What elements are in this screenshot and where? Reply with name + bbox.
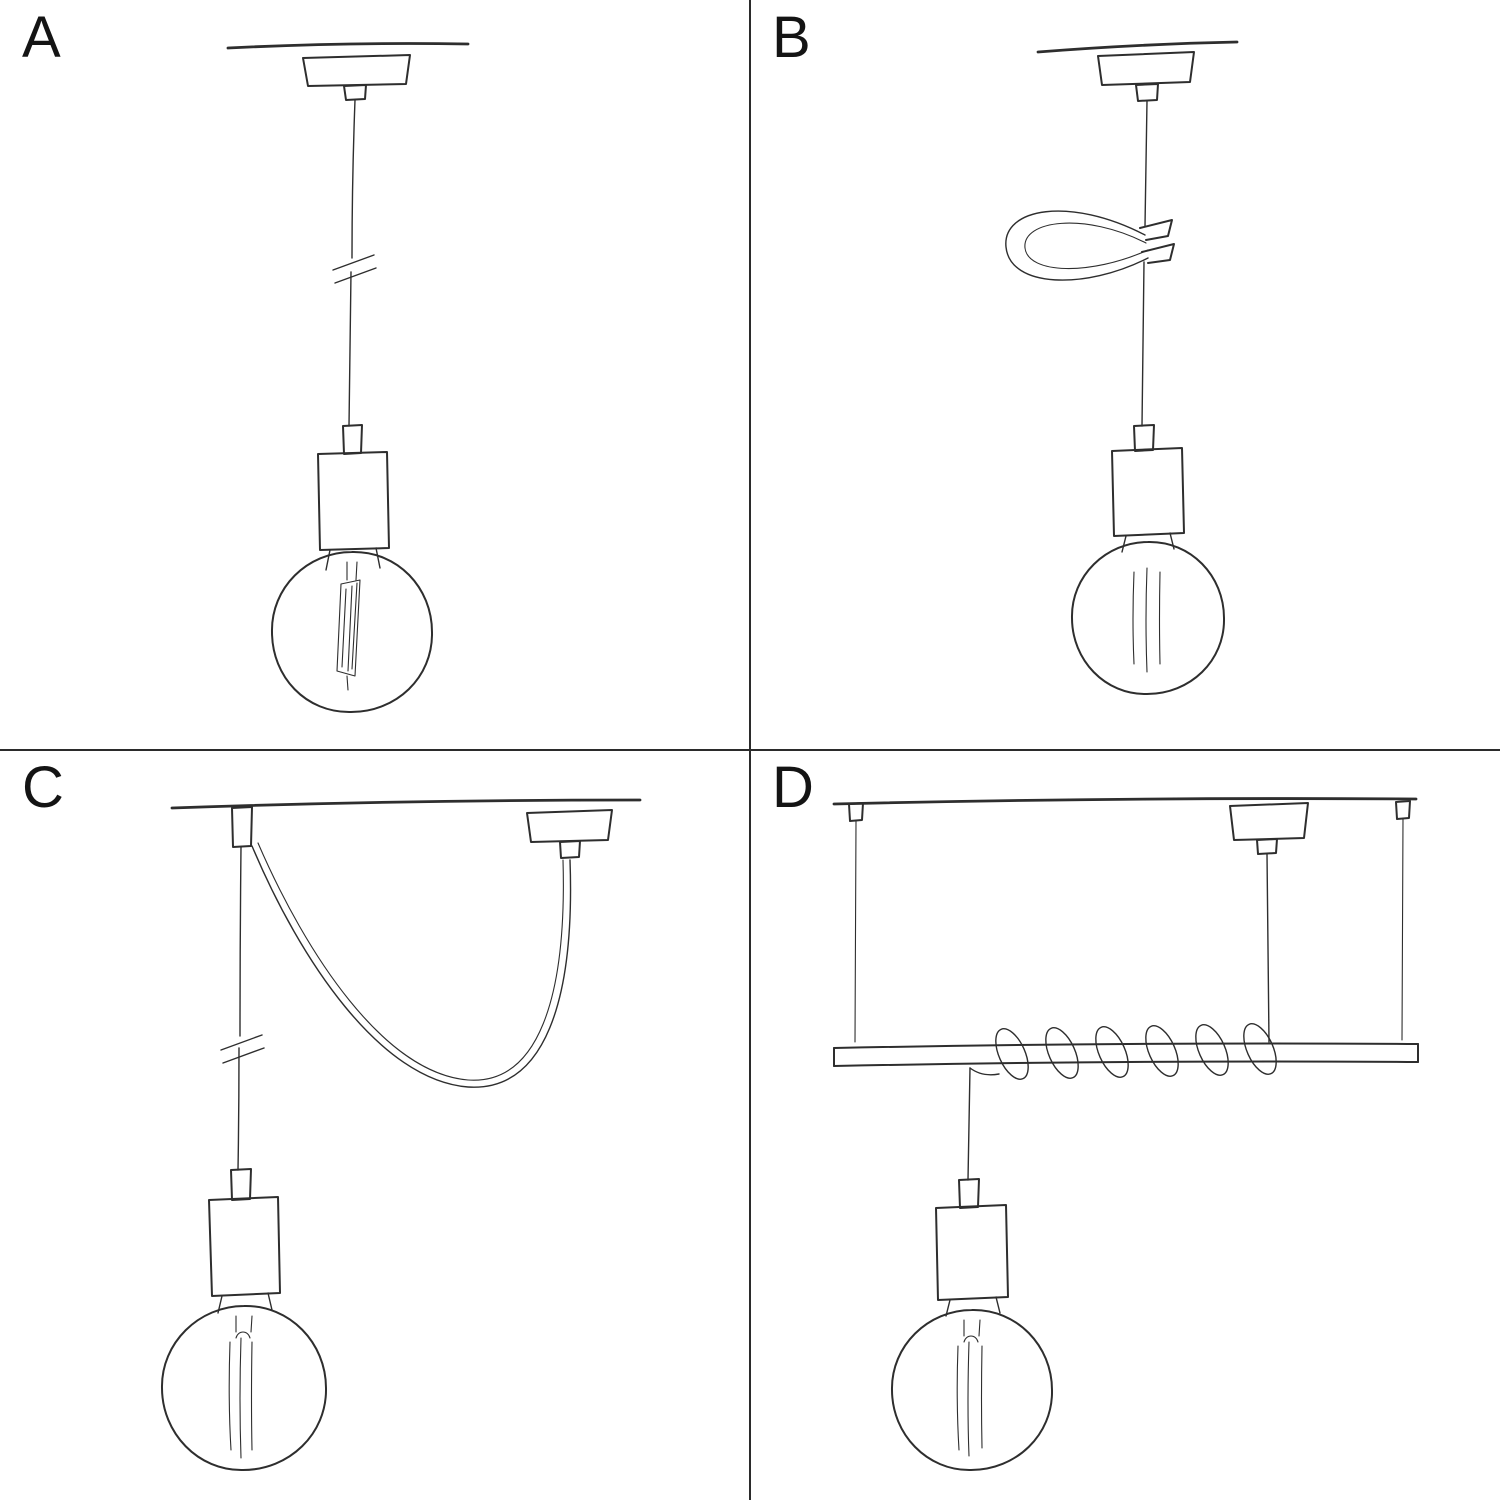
right-suspension-wire: [1395, 800, 1411, 1041]
cable-break-marks: [332, 254, 377, 284]
ceiling-canopy: [1229, 802, 1309, 855]
lamp-holder: [208, 1168, 281, 1314]
pendant-with-cable-clip-loop-sketch: [1005, 40, 1239, 696]
ceiling-line: [226, 42, 470, 50]
ceiling-canopy: [302, 54, 411, 101]
ceiling-line: [1036, 40, 1239, 54]
cable-break-marks: [220, 1034, 265, 1064]
panel-c: C: [0, 750, 750, 1500]
cable-tie-loop: [1005, 210, 1175, 281]
lamp-holder: [1111, 424, 1185, 553]
ceiling-canopy: [1097, 51, 1195, 102]
left-suspension-wire: [848, 802, 864, 1043]
panel-a-label: A: [22, 5, 62, 70]
light-bulb: [890, 1308, 1054, 1472]
pendant-straight-drop-sketch: [226, 42, 470, 714]
panel-b: B: [750, 0, 1500, 750]
panel-a: A: [0, 0, 750, 750]
light-bulb: [270, 550, 434, 714]
panel-d-label: D: [772, 755, 815, 820]
ceiling-line: [170, 798, 642, 810]
ceiling-canopy: [526, 809, 613, 859]
panel-b-label: B: [772, 5, 812, 70]
swag-cable: [251, 842, 572, 1088]
pendant-cable: [237, 846, 242, 1171]
horizontal-divider: [0, 749, 1500, 751]
lamp-holder: [935, 1178, 1009, 1317]
pendant-cable: [1141, 100, 1148, 427]
ceiling-line: [832, 797, 1418, 806]
drop-cable: [967, 1067, 971, 1181]
cable-wrap-coils: [969, 1023, 1277, 1080]
pendant-cable: [348, 99, 356, 427]
lamp-holder: [317, 424, 390, 571]
suspended-bar: [833, 1042, 1419, 1067]
pendant-wrapped-on-suspended-bar-sketch: [832, 797, 1419, 1472]
pendant-cable: [1266, 853, 1270, 1043]
light-bulb: [160, 1304, 328, 1472]
panel-c-label: C: [22, 755, 65, 820]
pendant-swag-two-point-sketch: [160, 798, 642, 1472]
panel-d: D: [750, 750, 1500, 1500]
ceiling-hook: [231, 806, 253, 848]
light-bulb: [1070, 540, 1226, 696]
